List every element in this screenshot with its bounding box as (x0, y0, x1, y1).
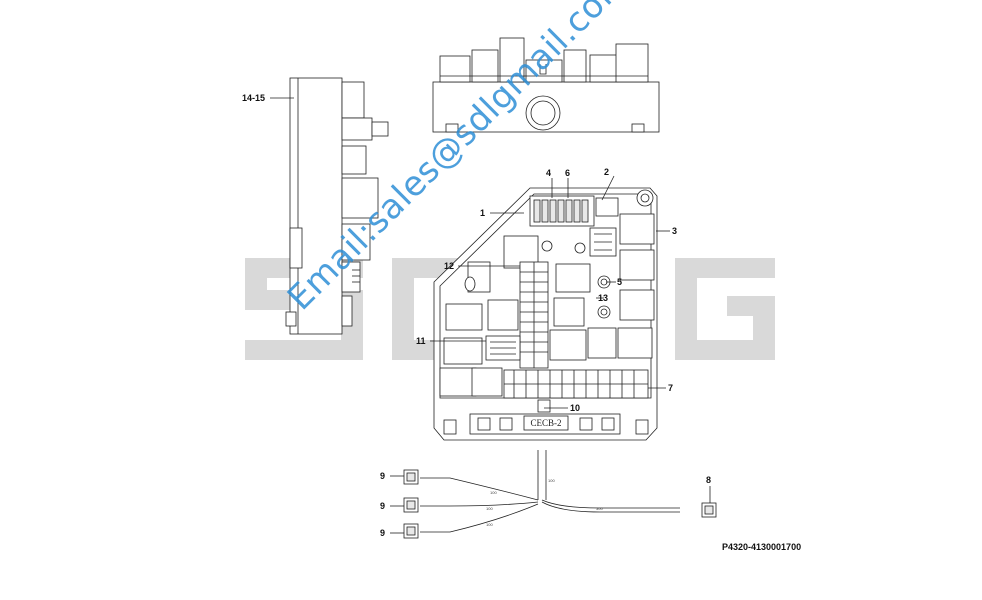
leader-lines (270, 97, 711, 534)
callout-5: 5 (617, 277, 622, 287)
callout-14-15: 14-15 (242, 93, 265, 103)
callout-11: 11 (416, 336, 426, 346)
relay-column-right (617, 213, 655, 359)
wire-label-upper: 100 (490, 490, 497, 495)
part-number: P4320-4130001700 (722, 542, 801, 552)
wire-label-trunk: 100 (548, 478, 555, 483)
callout-12: 12 (444, 261, 454, 271)
callout-8: 8 (706, 475, 711, 485)
callout-3: 3 (672, 226, 677, 236)
top-fuse-group (529, 195, 595, 227)
callout-9-middle: 9 (380, 501, 385, 511)
fuse-column-center (519, 261, 549, 369)
callouts: 1 2 3 4 5 6 7 8 9 9 9 10 11 12 13 14-15 (242, 93, 711, 538)
side-view-housing (285, 77, 389, 335)
wire-label-right: 300 (596, 506, 603, 511)
callout-6: 6 (565, 168, 570, 178)
fuse-relay-board: CECB-2 (433, 187, 658, 441)
callout-9-lower: 9 (380, 528, 385, 538)
callout-13: 13 (598, 293, 608, 303)
wire-label-middle: 100 (486, 506, 493, 511)
callout-7: 7 (668, 383, 673, 393)
fuse-row-bottom (503, 369, 649, 399)
wiring-harness: 100 100 100 300 100 (403, 450, 717, 539)
top-view-housing (432, 37, 660, 133)
board-label: CECB-2 (530, 418, 561, 428)
callout-10: 10 (570, 403, 580, 413)
callout-4: 4 (546, 168, 551, 178)
callout-2: 2 (604, 167, 609, 177)
callout-1: 1 (480, 208, 485, 218)
wire-label-lower: 100 (486, 522, 493, 527)
callout-9-upper: 9 (380, 471, 385, 481)
